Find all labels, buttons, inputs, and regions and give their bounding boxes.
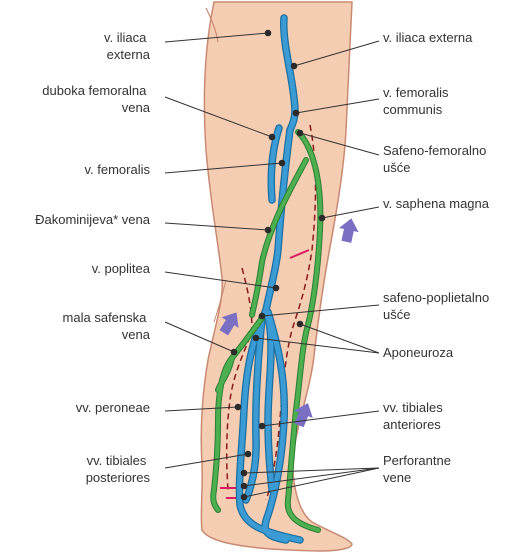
right-labels: v. iliaca externa v. femoralis communis …	[383, 30, 493, 485]
left-labels: v. iliaca externa duboka femoralna vena …	[35, 30, 151, 485]
label-saphena-magna: v. saphena magna	[383, 196, 490, 211]
label-safeno-femoralno-usce: Safeno-femoralno ušće	[383, 143, 490, 175]
label-tibiales-posteriores: vv. tibiales posteriores	[86, 453, 151, 485]
label-peroneae: vv. peroneae	[76, 400, 150, 415]
label-safeno-poplietalno-usce: safeno-poplietalno ušće	[383, 290, 493, 322]
label-dakominijeva-vena: Đakominijeva* vena	[35, 212, 151, 227]
up-arrow-icon	[337, 216, 362, 244]
label-iliaca-externa-right: v. iliaca externa	[383, 30, 473, 45]
label-aponeuroza: Aponeuroza	[383, 345, 454, 360]
label-femoralis-communis: v. femoralis communis	[383, 85, 452, 117]
label-perforantne-vene: Perforantne vene	[383, 453, 455, 485]
label-tibiales-anteriores: vv. tibiales anteriores	[383, 400, 446, 432]
label-iliaca-externa-left: v. iliaca externa	[104, 30, 151, 62]
label-poplitea: v. poplitea	[92, 261, 151, 276]
label-duboka-femoralna-vena: duboka femoralna vena	[42, 83, 150, 115]
label-mala-safenska-vena: mala safenska vena	[63, 310, 151, 342]
label-femoralis: v. femoralis	[85, 162, 151, 177]
